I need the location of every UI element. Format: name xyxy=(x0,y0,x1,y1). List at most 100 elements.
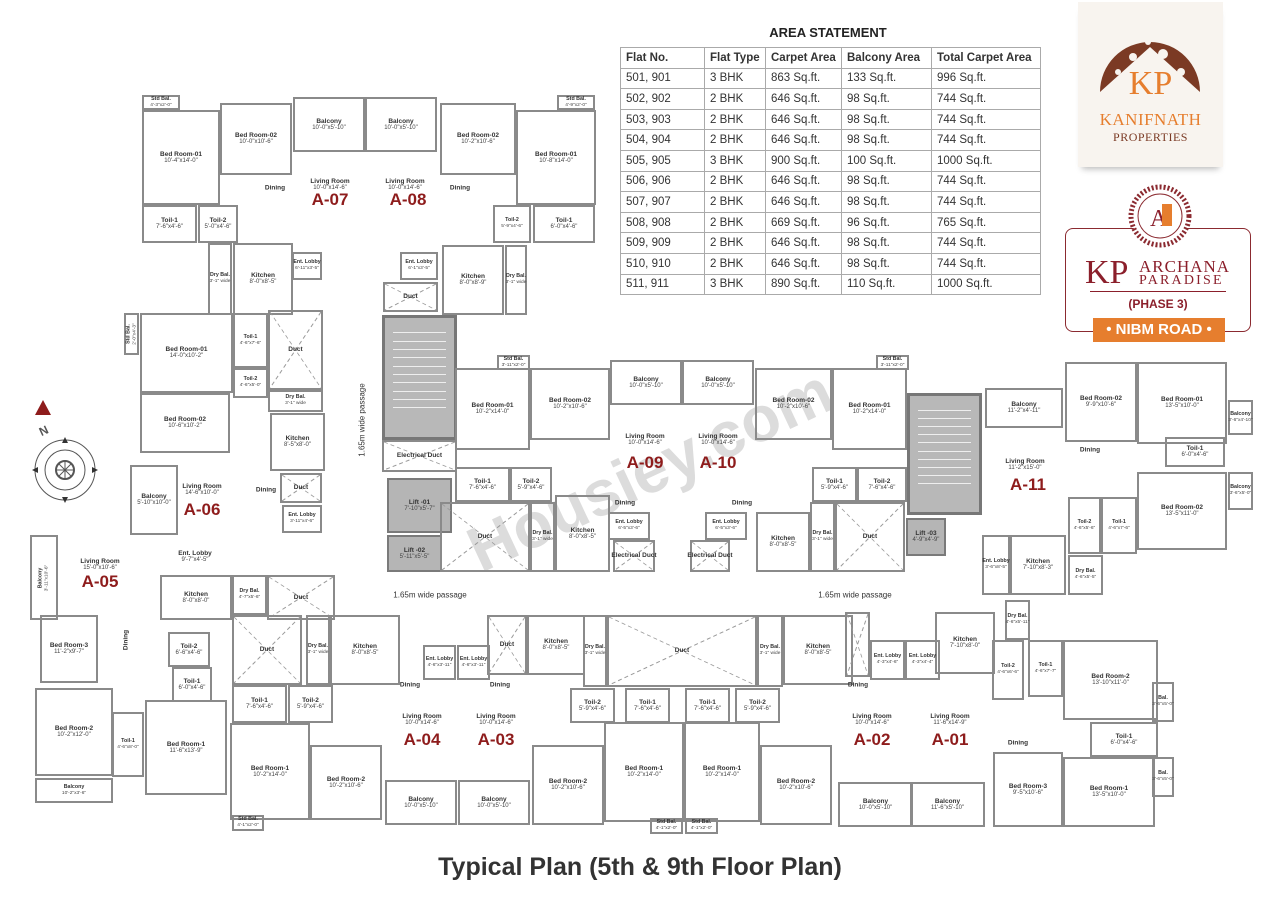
room-name: Living Room xyxy=(80,557,120,565)
room-dimensions: 10'-8"x14'-0" xyxy=(539,157,573,164)
room-name: Dry Bal. xyxy=(209,272,231,279)
room-name: Duct xyxy=(403,293,418,301)
room-duct: Duct xyxy=(440,502,530,572)
room-name: Bed Room-3 xyxy=(49,642,89,650)
room-name: Toil-1 xyxy=(1112,518,1126,525)
room-dimensions: 4'-1"x2'-0" xyxy=(655,826,678,832)
room-name: Toil-2 xyxy=(302,697,319,705)
room-name: Bed Room-02 xyxy=(549,397,591,405)
table-cell: 2 BHK xyxy=(704,108,766,131)
room-name: Balcony xyxy=(63,783,85,790)
table-cell: 2 BHK xyxy=(704,88,766,110)
room-name: Toil-1 xyxy=(161,217,178,225)
table-cell: 744 Sq.ft. xyxy=(931,170,1041,193)
table-cell: 646 Sq.ft. xyxy=(765,252,842,275)
developer-name: KANIFNATH xyxy=(1099,110,1202,129)
room-name: Dry Bal. xyxy=(812,530,833,537)
room-name: Toil-1 xyxy=(826,477,843,485)
room-name: Std Bal. xyxy=(656,819,677,826)
unit-label: A-08 xyxy=(389,190,427,209)
room-name: Ent. Lobby xyxy=(982,558,1010,565)
room-dimensions: 4'-6"x7'-6" xyxy=(239,340,262,346)
table-cell: 511, 911 xyxy=(620,273,705,296)
room-dimensions: 4'-1"x2'-0" xyxy=(237,823,259,829)
room-dimensions: 4'-6"x5'-11" xyxy=(1005,620,1030,626)
room-name: Kitchen xyxy=(544,638,568,646)
unit-label: A-02 xyxy=(853,730,891,749)
room-dimensions: 3'-1" wide xyxy=(307,650,329,656)
room-name: Bed Room-2 xyxy=(1091,673,1130,681)
room-dry-bal: Dry Bal.4'-6"x5'-11" xyxy=(1005,600,1030,640)
room-dining: Dining xyxy=(732,499,752,506)
table-cell: 3 BHK xyxy=(704,149,766,172)
room-dimensions: 10'-2"x14'-0" xyxy=(627,772,661,779)
room-name: Duct xyxy=(862,533,878,541)
room-name: Dining xyxy=(255,486,277,494)
room-dimensions: 3'-1" wide xyxy=(505,280,527,286)
table-cell: 669 Sq.ft. xyxy=(765,211,842,234)
room-dimensions: 4'-6"x6'-6" xyxy=(997,670,1019,676)
table-cell: 890 Sq.ft. xyxy=(765,273,842,296)
room-dimensions: 10'-2"x10'-6" xyxy=(329,782,363,789)
room-name: Bed Room-2 xyxy=(548,778,588,786)
room-name: Lift -01 xyxy=(408,498,431,506)
room-dimensions: 3'-1" wide xyxy=(209,279,231,285)
room-dimensions: 5'-9"x4'-6" xyxy=(517,484,545,491)
room-dimensions: 3'-1" wide xyxy=(285,401,306,407)
room-name: Bed Room-01 xyxy=(1161,396,1203,404)
divider xyxy=(1090,291,1226,292)
table-cell: 646 Sq.ft. xyxy=(765,191,842,213)
room-electrical-duct: Electrical Duct xyxy=(382,440,457,472)
table-cell: 98 Sq.ft. xyxy=(841,88,932,110)
table-cell: 996 Sq.ft. xyxy=(931,67,1041,90)
room-dry-bal: Dry Bal.3'-1" wide xyxy=(757,615,783,687)
room-dimensions: 10'-2"x14'-0" xyxy=(852,409,887,416)
room-std-bal: Std Bal.3'-11"x2'-0" xyxy=(497,355,530,370)
room-name: Std Bal. xyxy=(882,355,903,362)
room-name: Dining xyxy=(1007,739,1029,747)
room-dimensions: 10'-2"x14'-0" xyxy=(475,409,510,416)
room-dimensions: 11'-2"x9'-7" xyxy=(54,649,84,656)
room-dimensions: 10'-0"x5'-10" xyxy=(858,804,893,811)
room-name: Balcony xyxy=(388,117,414,125)
table-cell: 2 BHK xyxy=(704,129,766,151)
room-space xyxy=(845,612,870,677)
room-dimensions: 5'-9"x4'-6" xyxy=(579,705,606,712)
room-dimensions: 6'-5"x3'-6" xyxy=(715,526,737,532)
table-cell: 98 Sq.ft. xyxy=(841,252,932,275)
column-header: Balcony Area xyxy=(841,47,932,69)
room-dimensions: 2'-0"x4'-3" xyxy=(131,323,137,345)
table-cell: 98 Sq.ft. xyxy=(841,108,932,131)
unit-label: A-06 xyxy=(183,500,221,519)
room-name: Toil-2 xyxy=(505,217,519,224)
table-cell: 510, 910 xyxy=(620,252,705,275)
room-dimensions: 5'-9"x4'-6" xyxy=(744,705,771,712)
room-dimensions: 7'-6"x4'-6" xyxy=(156,224,183,231)
room-name: Living Room xyxy=(182,482,222,490)
room-dimensions: 3'-11"x2'-0" xyxy=(501,362,526,368)
room-dimensions: 11'-6"x13'-9" xyxy=(169,747,203,754)
room-dimensions: 7'-6"x4'-6" xyxy=(246,704,273,711)
room-dimensions: 4'-6"x3'-11" xyxy=(427,662,452,668)
room-name: Electrical Duct xyxy=(396,452,443,460)
room-dimensions: 4'-3"x4'-4" xyxy=(911,660,934,666)
